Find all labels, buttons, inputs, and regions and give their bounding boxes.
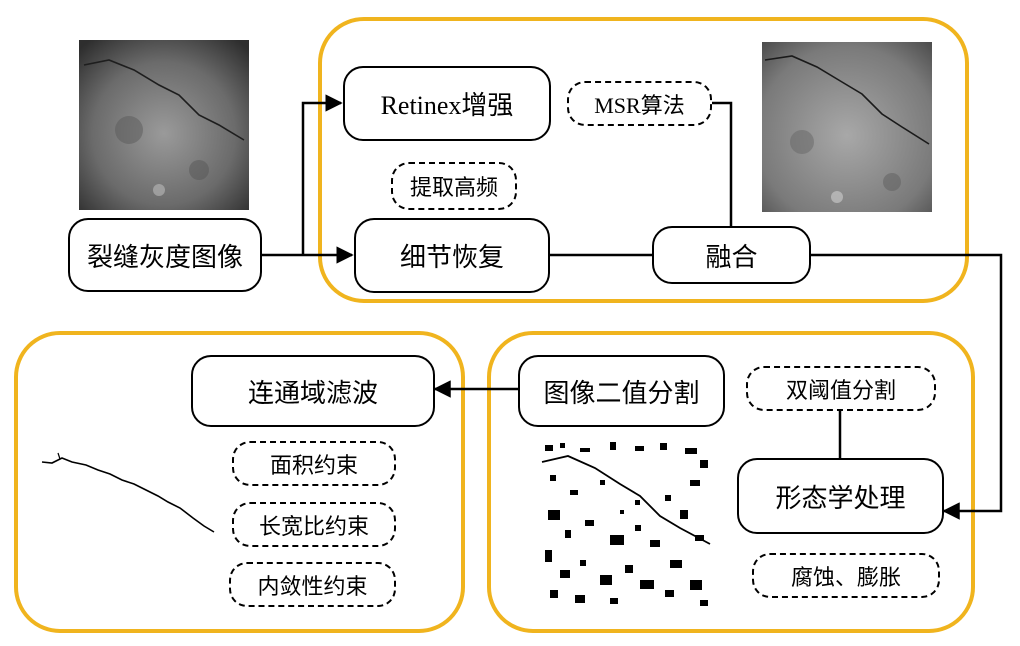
node-label: 裂缝灰度图像 [86, 242, 243, 273]
note-dual-threshold: 双阈值分割 [746, 366, 936, 411]
edge-input-retinex [301, 94, 343, 255]
note-label: 内敛性约束 [257, 574, 368, 600]
node-label: 图像二值分割 [543, 378, 700, 409]
node-fusion: 融合 [652, 226, 811, 284]
edge-msr-fusion [712, 101, 733, 226]
note-erode-dilate: 腐蚀、膨胀 [752, 553, 940, 598]
panel-filtering [14, 331, 465, 633]
note-label: 双阈值分割 [785, 378, 896, 404]
node-label: 连通域滤波 [247, 378, 378, 409]
node-label: Retinex增强 [380, 91, 514, 120]
node-retinex-enhancement: Retinex增强 [343, 66, 551, 141]
panel-enhancement [318, 17, 969, 303]
note-extract-high-frequency: 提取高频 [391, 162, 517, 210]
node-crack-grayscale-image: 裂缝灰度图像 [68, 218, 262, 292]
panel-segmentation [487, 331, 975, 633]
node-detail-recovery: 细节恢复 [354, 218, 550, 293]
note-msr-algorithm: MSR算法 [567, 81, 712, 126]
note-label: 面积约束 [269, 453, 358, 479]
node-morphology: 形态学处理 [737, 458, 944, 534]
node-label: 形态学处理 [775, 483, 906, 514]
note-aspect-ratio-constraint: 长宽比约束 [232, 502, 396, 547]
node-label: 融合 [705, 242, 758, 273]
node-connected-component-filter: 连通域滤波 [191, 355, 435, 427]
edge-fusion-morph [811, 253, 1003, 520]
crack-grayscale-image [79, 40, 249, 210]
enhanced-image [762, 42, 932, 212]
note-compactness-constraint: 内敛性约束 [229, 562, 396, 607]
note-label: MSR算法 [594, 92, 685, 118]
node-label: 细节恢复 [399, 243, 504, 273]
node-binary-segmentation: 图像二值分割 [518, 355, 725, 427]
binary-segmentation-image [540, 440, 712, 610]
note-label: 长宽比约束 [258, 514, 369, 540]
note-label: 腐蚀、膨胀 [790, 565, 901, 591]
note-label: 提取高频 [409, 176, 498, 201]
note-area-constraint: 面积约束 [232, 441, 396, 486]
filtered-crack-image [41, 452, 215, 533]
